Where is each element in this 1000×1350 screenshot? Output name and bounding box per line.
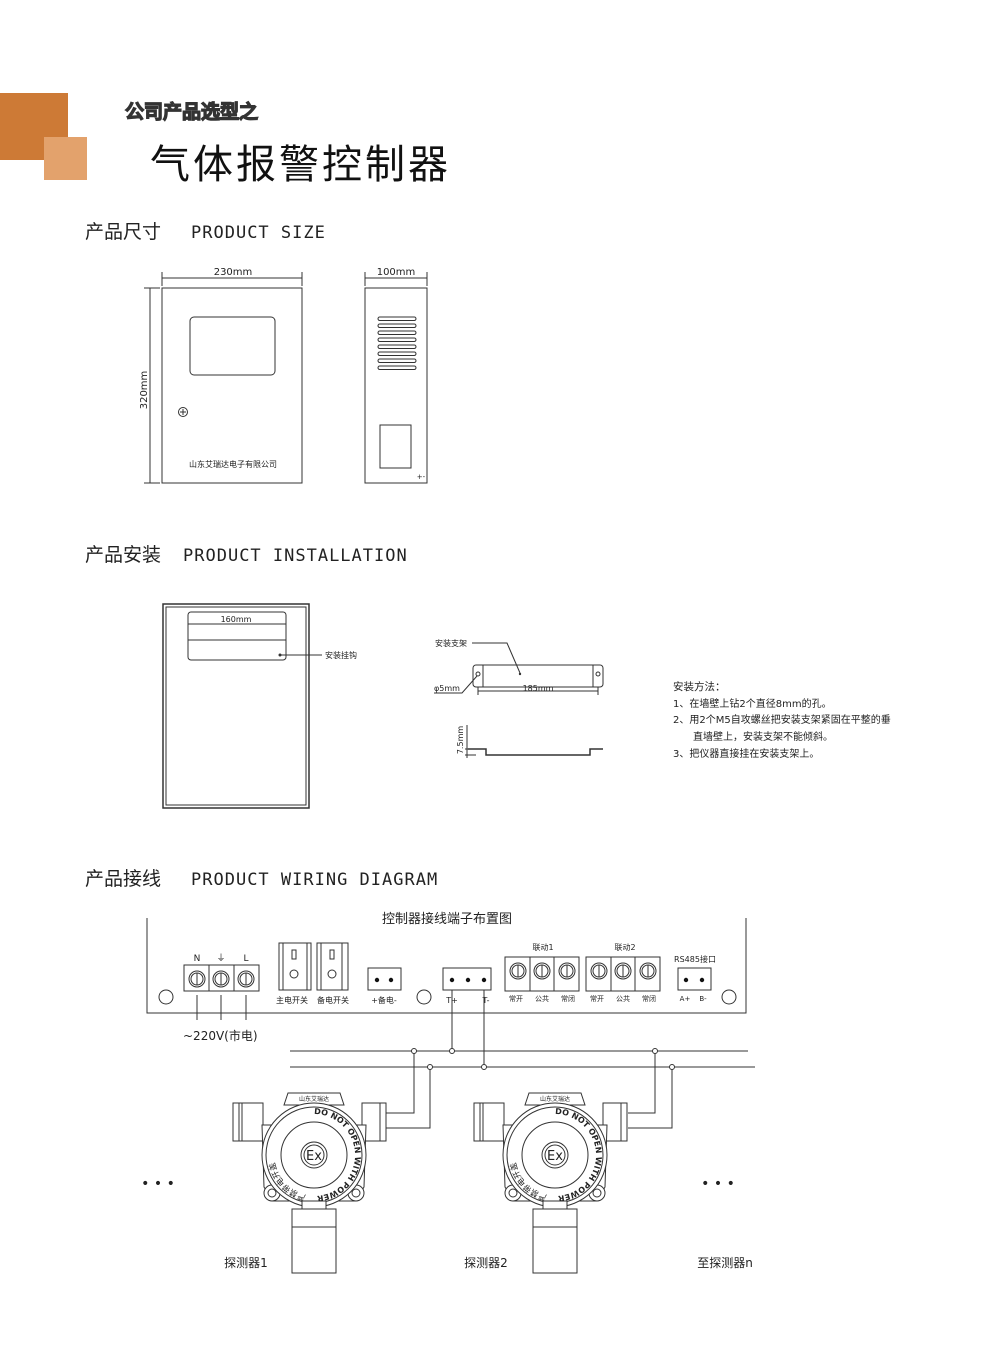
page-subtitle: 公司产品选型之 xyxy=(124,100,259,123)
switches: 主电开关 备电开关 xyxy=(276,942,349,1005)
detector-n-label: 至探测器n xyxy=(697,1256,753,1270)
section-zh: 产品安装 xyxy=(85,544,162,566)
power-terminal-block: N ⏚ L ~220V(市电) xyxy=(183,953,260,1043)
detector-brand: 山东艾瑞达 xyxy=(540,1095,570,1103)
bracket-height: 7.5mm xyxy=(456,726,465,755)
more-detectors-left: • • • xyxy=(141,1176,175,1192)
backup-power-terminal: +备电- xyxy=(367,967,402,1005)
bracket-drawing: 安装支架 φ5mm 185mm 7.5mm xyxy=(434,638,604,758)
install-instructions: 安装方法： 1、在墙壁上钻2个直径8mm的孔。 2、用2个M5自攻螺丝把安装支架… xyxy=(673,680,891,760)
ex-mark: Ex xyxy=(306,1149,322,1164)
hole-label: φ5mm xyxy=(434,684,460,693)
terminal-panel: 控制器接线端子布置图 N ⏚ L ~220V(市电) 主电开关 备电开关 +备电… xyxy=(146,911,747,1043)
rs485-terminal: RS485接口 A+ B- xyxy=(674,954,716,1003)
section-en: PRODUCT WIRING DIAGRAM xyxy=(191,870,439,890)
section-heading-size: 产品尺寸 PRODUCT SIZE xyxy=(85,217,326,244)
depth-dimension: 100mm xyxy=(377,267,416,278)
detector-1: 山东艾瑞达 DO NOT OPEN WITH POWER 严禁带电开盖 Ex xyxy=(232,1092,387,1274)
method-title: 安装方法： xyxy=(673,680,726,693)
install-step: 3、把仪器直接挂在安装支架上。 xyxy=(673,747,819,760)
relay2-terminal: 联动2 常开 公共 常闭 xyxy=(585,942,661,1003)
section-zh: 产品尺寸 xyxy=(85,221,162,243)
wiring-title: 控制器接线端子布置图 xyxy=(382,911,512,927)
contact-label: 常开 xyxy=(509,994,523,1003)
terminal-ground: ⏚ xyxy=(216,953,225,964)
terminal-n: N xyxy=(194,954,201,964)
section-en: PRODUCT SIZE xyxy=(191,223,326,243)
section-en: PRODUCT INSTALLATION xyxy=(183,546,408,566)
rs485-label: RS485接口 xyxy=(674,954,716,964)
bracket-label: 安装支架 xyxy=(435,638,467,648)
hook-width: 160mm xyxy=(221,615,252,624)
contact-label: 公共 xyxy=(616,994,630,1003)
side-mark: +- xyxy=(417,473,426,481)
accent-block-light xyxy=(44,137,87,180)
t-minus-label: T- xyxy=(481,996,489,1005)
contact-label: 常闭 xyxy=(642,994,656,1003)
contact-label: 公共 xyxy=(535,994,549,1003)
side-view: +- 100mm xyxy=(364,267,428,484)
contact-label: 常闭 xyxy=(561,994,575,1003)
install-step: 1、在墙壁上钻2个直径8mm的孔。 xyxy=(673,697,832,710)
hook-label: 安装挂钩 xyxy=(325,650,357,660)
more-detectors-right: • • • xyxy=(701,1176,735,1192)
relay1-terminal: 联动1 常开 公共 常闭 xyxy=(504,942,580,1003)
b-minus-label: B- xyxy=(699,995,707,1003)
front-view: 山东艾瑞达电子有限公司 230mm 320mm xyxy=(139,267,303,484)
detector-1-label: 探测器1 xyxy=(224,1256,268,1270)
contact-label: 常开 xyxy=(590,994,604,1003)
width-dimension: 230mm xyxy=(214,267,253,278)
detector-2-label: 探测器2 xyxy=(464,1256,508,1270)
relay2-label: 联动2 xyxy=(614,942,635,952)
company-label: 山东艾瑞达电子有限公司 xyxy=(189,459,277,469)
a-plus-label: A+ xyxy=(680,995,691,1003)
page-title: 气体报警控制器 xyxy=(150,142,451,188)
terminal-l: L xyxy=(243,954,248,964)
height-dimension: 320mm xyxy=(139,371,150,410)
install-back-view: 160mm 安装挂钩 xyxy=(162,603,357,809)
install-step: 直墙壁上，安装支架不能倾斜。 xyxy=(693,730,833,743)
power-note: ~220V(市电) xyxy=(183,1028,258,1043)
detector-2: 山东艾瑞达 DO NOT OPEN WITH POWER 严禁带电开盖 Ex xyxy=(473,1092,628,1274)
install-step: 2、用2个M5自攻螺丝把安装支架紧固在平整的垂 xyxy=(673,713,891,726)
relay1-label: 联动1 xyxy=(532,942,553,952)
main-switch-label: 主电开关 xyxy=(276,995,308,1005)
section-heading-wiring: 产品接线 PRODUCT WIRING DIAGRAM xyxy=(85,864,438,891)
section-zh: 产品接线 xyxy=(85,868,162,890)
backup-switch-label: 备电开关 xyxy=(317,995,349,1005)
bus-wiring xyxy=(290,990,755,1129)
detector-brand: 山东艾瑞达 xyxy=(299,1095,329,1103)
bracket-length: 185mm xyxy=(523,684,554,693)
ex-mark: Ex xyxy=(547,1149,563,1164)
backup-power-label: +备电- xyxy=(371,995,397,1005)
section-heading-installation: 产品安装 PRODUCT INSTALLATION xyxy=(85,540,408,567)
